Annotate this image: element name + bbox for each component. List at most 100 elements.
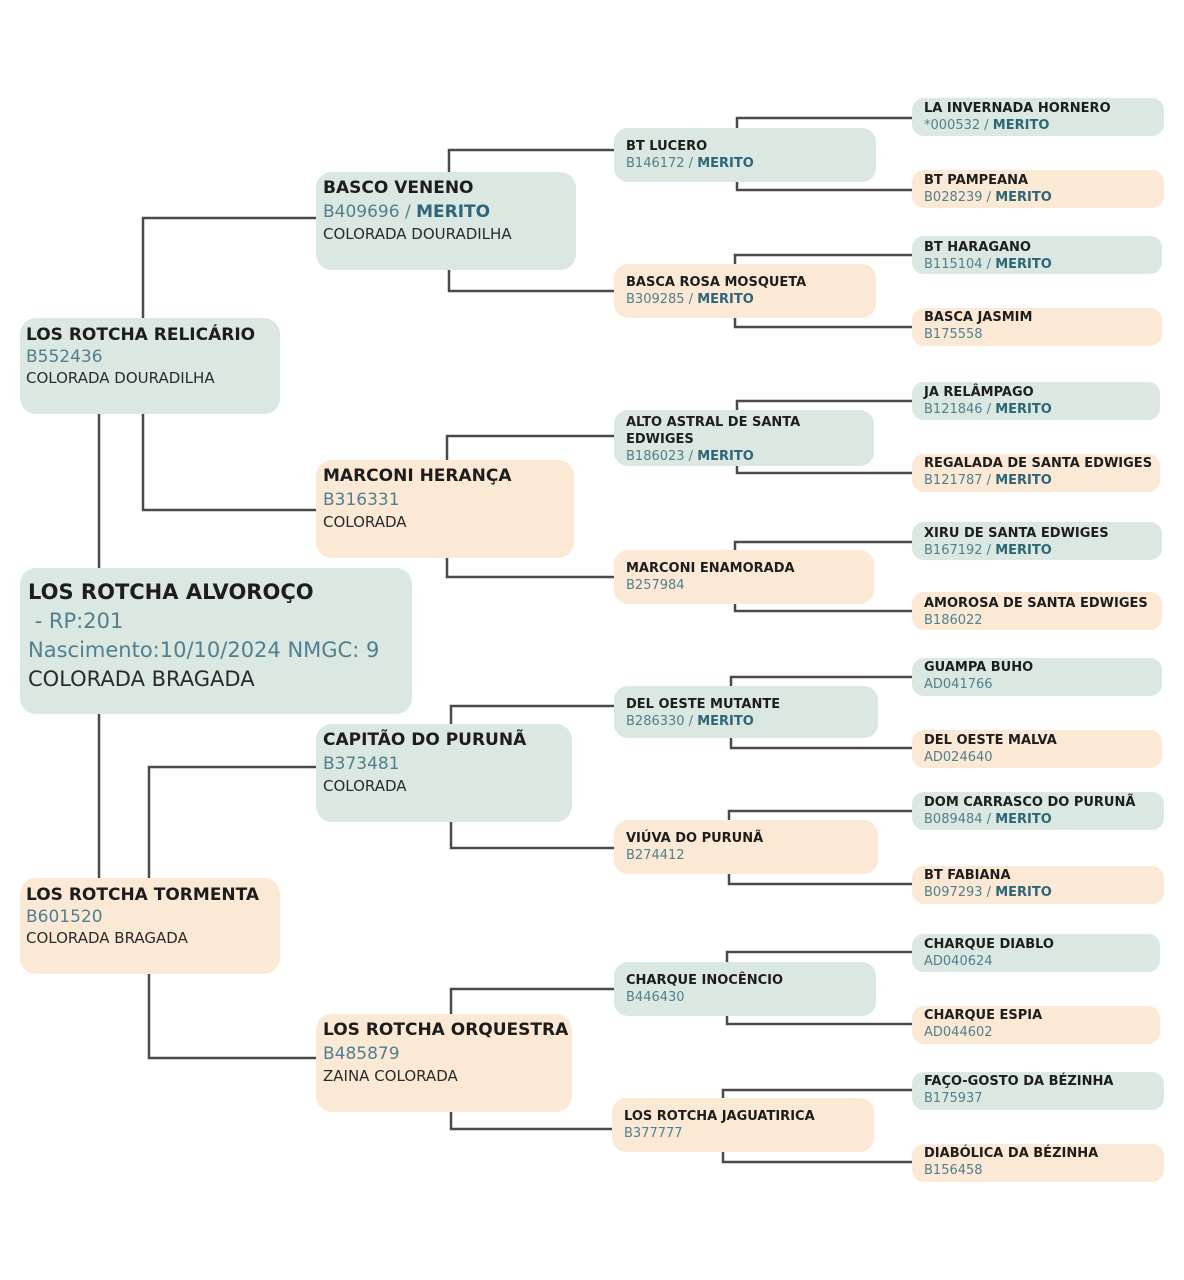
connector-gg1-ggg2 — [735, 182, 912, 192]
ancestor-name: FAÇO-GOSTO DA BÉZINHA — [924, 1074, 1114, 1089]
connector-dam-g3 — [147, 765, 316, 878]
subject-coat: COLORADA BRAGADA — [28, 667, 255, 691]
ancestor-reg: B146172 / MERITO — [626, 156, 754, 171]
ggg-node-15[interactable]: FAÇO-GOSTO DA BÉZINHA B175937 — [912, 1072, 1164, 1110]
connector-gg2-ggg3 — [733, 253, 912, 264]
connector-g2-gg4 — [445, 558, 614, 579]
ancestor-name: LOS ROTCHA JAGUATIRICA — [624, 1109, 815, 1124]
great-grandparent-node-7[interactable]: CHARQUE INOCÊNCIO B446430 — [614, 962, 876, 1016]
ancestor-name: ALTO ASTRAL DE SANTA — [626, 415, 801, 430]
connector-gg7-ggg13 — [725, 950, 912, 962]
sire-name: LOS ROTCHA RELICÁRIO — [26, 325, 256, 345]
connector-g1-gg2 — [447, 270, 614, 293]
ggg-node-14[interactable]: CHARQUE ESPIA AD044602 — [912, 1006, 1160, 1044]
subject-rp: - RP:201 — [28, 609, 124, 633]
ancestor-reg: B175937 — [924, 1091, 983, 1106]
dam-reg: B601520 — [26, 907, 103, 927]
ancestor-name: BASCA JASMIM — [924, 310, 1033, 325]
ancestor-name: GUAMPA BUHO — [924, 660, 1034, 675]
grandparent-coat: ZAINA COLORADA — [323, 1067, 458, 1085]
merit-badge: MERITO — [697, 156, 754, 171]
subject-name: LOS ROTCHA ALVOROÇO — [28, 580, 314, 604]
grandparent-node-1[interactable]: BASCO VENENO B409696 / MERITO COLORADA D… — [316, 172, 576, 270]
ancestor-name: BASCA ROSA MOSQUETA — [626, 275, 807, 290]
ggg-node-7[interactable]: XIRU DE SANTA EDWIGES B167192 / MERITO — [912, 522, 1162, 560]
connector-g4-gg8 — [449, 1112, 614, 1131]
ggg-node-5[interactable]: JA RELÂMPAGO B121846 / MERITO — [912, 382, 1160, 420]
connector-gg8-ggg16 — [721, 1152, 912, 1164]
merit-badge: MERITO — [992, 118, 1050, 133]
connector-gg7-ggg14 — [725, 1016, 912, 1026]
ancestor-reg: B156458 — [924, 1163, 983, 1178]
ggg-node-12[interactable]: BT FABIANA B097293 / MERITO — [912, 866, 1164, 904]
ancestor-name: DEL OESTE MUTANTE — [626, 697, 781, 712]
ancestor-reg: *000532 / MERITO — [924, 118, 1050, 133]
ggg-node-9[interactable]: GUAMPA BUHO AD041766 — [912, 658, 1162, 696]
ancestor-reg: B167192 / MERITO — [924, 543, 1052, 558]
ancestor-name: DEL OESTE MALVA — [924, 733, 1057, 748]
merit-badge: MERITO — [995, 257, 1052, 272]
ancestor-reg: AD040624 — [924, 954, 993, 969]
dam-coat: COLORADA BRAGADA — [26, 929, 188, 947]
grandparent-coat: COLORADA — [323, 513, 407, 531]
connector-g3-gg5 — [449, 704, 614, 724]
ancestor-reg: B028239 / MERITO — [924, 190, 1052, 205]
great-grandparent-node-2[interactable]: BASCA ROSA MOSQUETA B309285 / MERITO — [614, 264, 876, 318]
ancestor-name: CHARQUE ESPIA — [924, 1008, 1043, 1023]
great-grandparent-node-8[interactable]: LOS ROTCHA JAGUATIRICA B377777 — [612, 1098, 874, 1152]
ggg-node-6[interactable]: REGALADA DE SANTA EDWIGES B121787 / MERI… — [912, 454, 1160, 492]
merit-badge: MERITO — [995, 543, 1052, 558]
ancestor-reg: B175558 — [924, 327, 983, 342]
great-grandparent-node-1[interactable]: BT LUCERO B146172 / MERITO — [614, 128, 876, 182]
grandparent-node-3[interactable]: CAPITÃO DO PURUNÃ B373481 COLORADA — [316, 724, 572, 822]
ancestor-reg: B121846 / MERITO — [924, 402, 1052, 417]
connector-g2-gg3 — [445, 434, 614, 460]
ggg-node-2[interactable]: BT PAMPEANA B028239 / MERITO — [912, 170, 1164, 208]
ancestor-reg: AD024640 — [924, 750, 993, 765]
ancestor-reg: B186023 / MERITO — [626, 449, 754, 464]
ggg-node-4[interactable]: BASCA JASMIM B175558 — [912, 308, 1162, 346]
merit-badge: MERITO — [416, 202, 491, 222]
merit-badge: MERITO — [995, 190, 1052, 205]
ancestor-name: BT PAMPEANA — [924, 173, 1029, 188]
connector-g1-gg1 — [447, 148, 614, 172]
great-grandparent-node-6[interactable]: VIÚVA DO PURUNÃ B274412 — [614, 820, 878, 874]
ggg-node-1[interactable]: LA INVERNADA HORNERO *000532 / MERITO — [912, 98, 1164, 136]
ancestor-reg: B309285 / MERITO — [626, 292, 754, 307]
ggg-node-8[interactable]: AMOROSA DE SANTA EDWIGES B186022 — [912, 592, 1162, 630]
grandparent-reg: B409696 / MERITO — [323, 202, 491, 222]
dam-node[interactable]: LOS ROTCHA TORMENTA B601520 COLORADA BRA… — [20, 878, 280, 974]
connector-gg5-ggg9 — [729, 675, 912, 686]
connector-gg2-ggg4 — [733, 318, 912, 329]
ancestor-reg: B446430 — [626, 990, 685, 1005]
ancestor-name: XIRU DE SANTA EDWIGES — [924, 526, 1109, 541]
grandparent-name: MARCONI HERANÇA — [323, 466, 512, 486]
grandparent-coat: COLORADA — [323, 777, 407, 795]
connector-gg4-ggg7 — [733, 540, 912, 550]
great-grandparent-node-3[interactable]: ALTO ASTRAL DE SANTA EDWIGES B186023 / M… — [614, 410, 874, 466]
grandparent-node-4[interactable]: LOS ROTCHA ORQUESTRA B485879 ZAINA COLOR… — [316, 1014, 572, 1112]
ancestor-reg: B274412 — [626, 848, 685, 863]
grandparent-reg: B373481 — [323, 754, 400, 774]
merit-badge: MERITO — [995, 885, 1052, 900]
ancestor-name: BT LUCERO — [626, 139, 708, 154]
ggg-node-16[interactable]: DIABÓLICA DA BÉZINHA B156458 — [912, 1144, 1164, 1182]
grandparent-node-2[interactable]: MARCONI HERANÇA B316331 COLORADA — [316, 460, 574, 558]
ggg-node-11[interactable]: DOM CARRASCO DO PURUNÃ B089484 / MERITO — [912, 792, 1164, 830]
subject-node[interactable]: LOS ROTCHA ALVOROÇO - RP:201 Nascimento:… — [20, 568, 412, 714]
ggg-node-3[interactable]: BT HARAGANO B115104 / MERITO — [912, 236, 1162, 274]
ggg-node-10[interactable]: DEL OESTE MALVA AD024640 — [912, 730, 1162, 768]
ancestor-name: DOM CARRASCO DO PURUNÃ — [924, 795, 1136, 810]
ancestor-name: JA RELÂMPAGO — [924, 385, 1034, 400]
sire-node[interactable]: LOS ROTCHA RELICÁRIO B552436 COLORADA DO… — [20, 318, 280, 414]
ancestor-name: LA INVERNADA HORNERO — [924, 101, 1111, 116]
merit-badge: MERITO — [697, 714, 754, 729]
connector-sire-g1 — [141, 216, 316, 318]
ancestor-reg: B286330 / MERITO — [626, 714, 754, 729]
ggg-node-13[interactable]: CHARQUE DIABLO AD040624 — [912, 934, 1160, 972]
connector-gg4-ggg8 — [733, 604, 912, 613]
great-grandparent-node-5[interactable]: DEL OESTE MUTANTE B286330 / MERITO — [614, 686, 878, 738]
connector-gg6-ggg11 — [727, 809, 912, 820]
great-grandparent-node-4[interactable]: MARCONI ENAMORADA B257984 — [614, 550, 874, 604]
ancestor-reg: B115104 / MERITO — [924, 257, 1052, 272]
